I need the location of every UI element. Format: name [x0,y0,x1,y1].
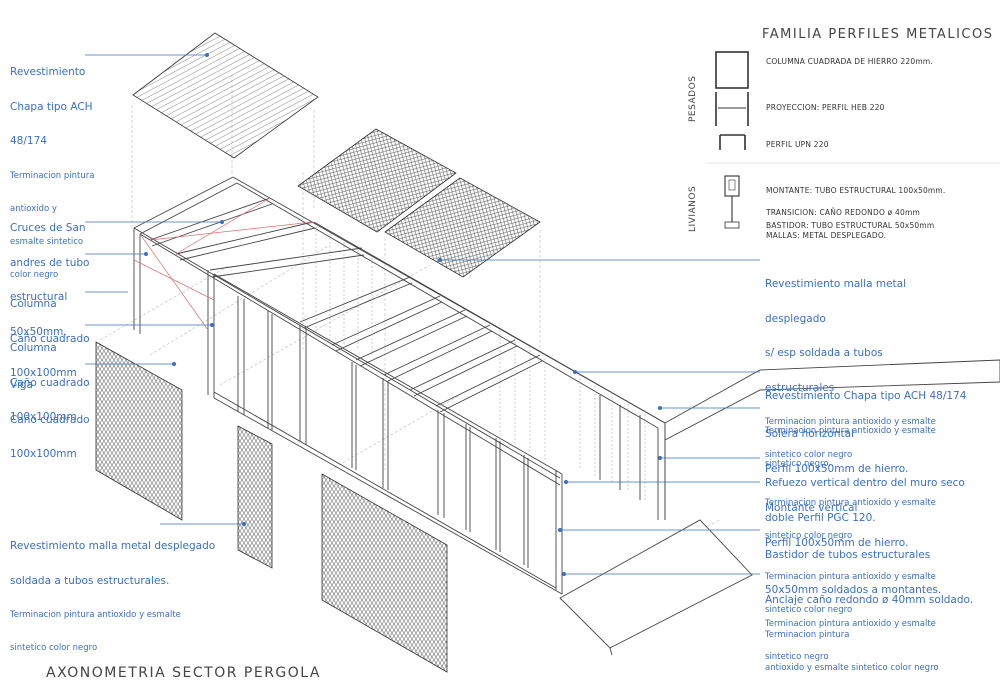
legend-title: FAMILIA PERFILES METALICOS [762,27,994,42]
leader-lines [85,53,760,577]
label-columna-2: Columna Caño cuadrado 100x100mm [10,342,90,423]
heavy-item-columna: COLUMNA CUADRADA DE HIERRO 220mm. [766,57,933,66]
light-item-montante: MONTANTE: TUBO ESTRUCTURAL 100x50mm. [766,186,946,195]
label-malla-right: Revestimiento malla metal desplegado s/ … [765,278,936,460]
san-andres-crosses [133,197,314,331]
group-light-label: LIVIANOS [688,185,698,232]
label-malla-bottom: Revestimiento malla metal desplegado sol… [10,540,216,653]
label-columna-1: Columna Caño cuadrado 100x100mm [10,298,90,379]
group-heavy-label: PESADOS [688,75,698,122]
columna-cuadrada-icon [715,51,749,89]
heavy-item-heb: PROYECCION: PERFIL HEB 220 [766,103,885,112]
mesh-panel-left [95,341,183,521]
light-item-bastidor: BASTIDOR: TUBO ESTRUCTURAL 50x50mm [766,221,935,230]
light-item-mallas: MALLAS: METAL DESPLEGADO. [766,231,887,240]
upn-icon [719,134,746,150]
back-wall-studs [315,226,646,500]
label-solera: Solera horizontal Perfil 100x50mm de hie… [765,428,936,541]
light-item-transicion: TRANSICION: CAÑO REDONDO ø 40mm [766,208,920,217]
mesh-panel-1 [297,128,457,233]
label-viga: Viga Caño cuadrado 100x100mm [10,379,90,460]
mesh-panel-small [237,425,273,569]
label-chapa-right: Revestimiento Chapa tipo ACH 48/174 Term… [765,390,967,469]
chapa-sheet-top [132,32,319,159]
label-anclaje: Anclaje caño redondo ø 40mm soldado. Ter… [765,594,974,673]
label-cruces: Cruces de San andres de tubo estructural… [10,222,90,338]
drawing-title: AXONOMETRIA SECTOR PERGOLA [46,665,321,681]
label-revestimiento-top: Revestimiento Chapa tipo ACH 48/174 Term… [10,66,95,280]
label-montante: Montante vertical Perfil 100x50mm de hie… [765,502,936,615]
label-refuerzo: Refuezo vertical dentro del muro seco do… [765,477,965,524]
legend-profiles [715,51,749,150]
mesh-panel-2 [384,177,541,278]
floor-slab [559,359,1000,656]
label-bastidor: Bastidor de tubos estructurales 50x50mm … [765,549,942,662]
pergola-frame [133,176,666,595]
legend-light-profile [724,175,740,229]
mesh-panel-bottom [321,473,448,673]
heavy-item-upn: PERFIL UPN 220 [766,140,829,149]
